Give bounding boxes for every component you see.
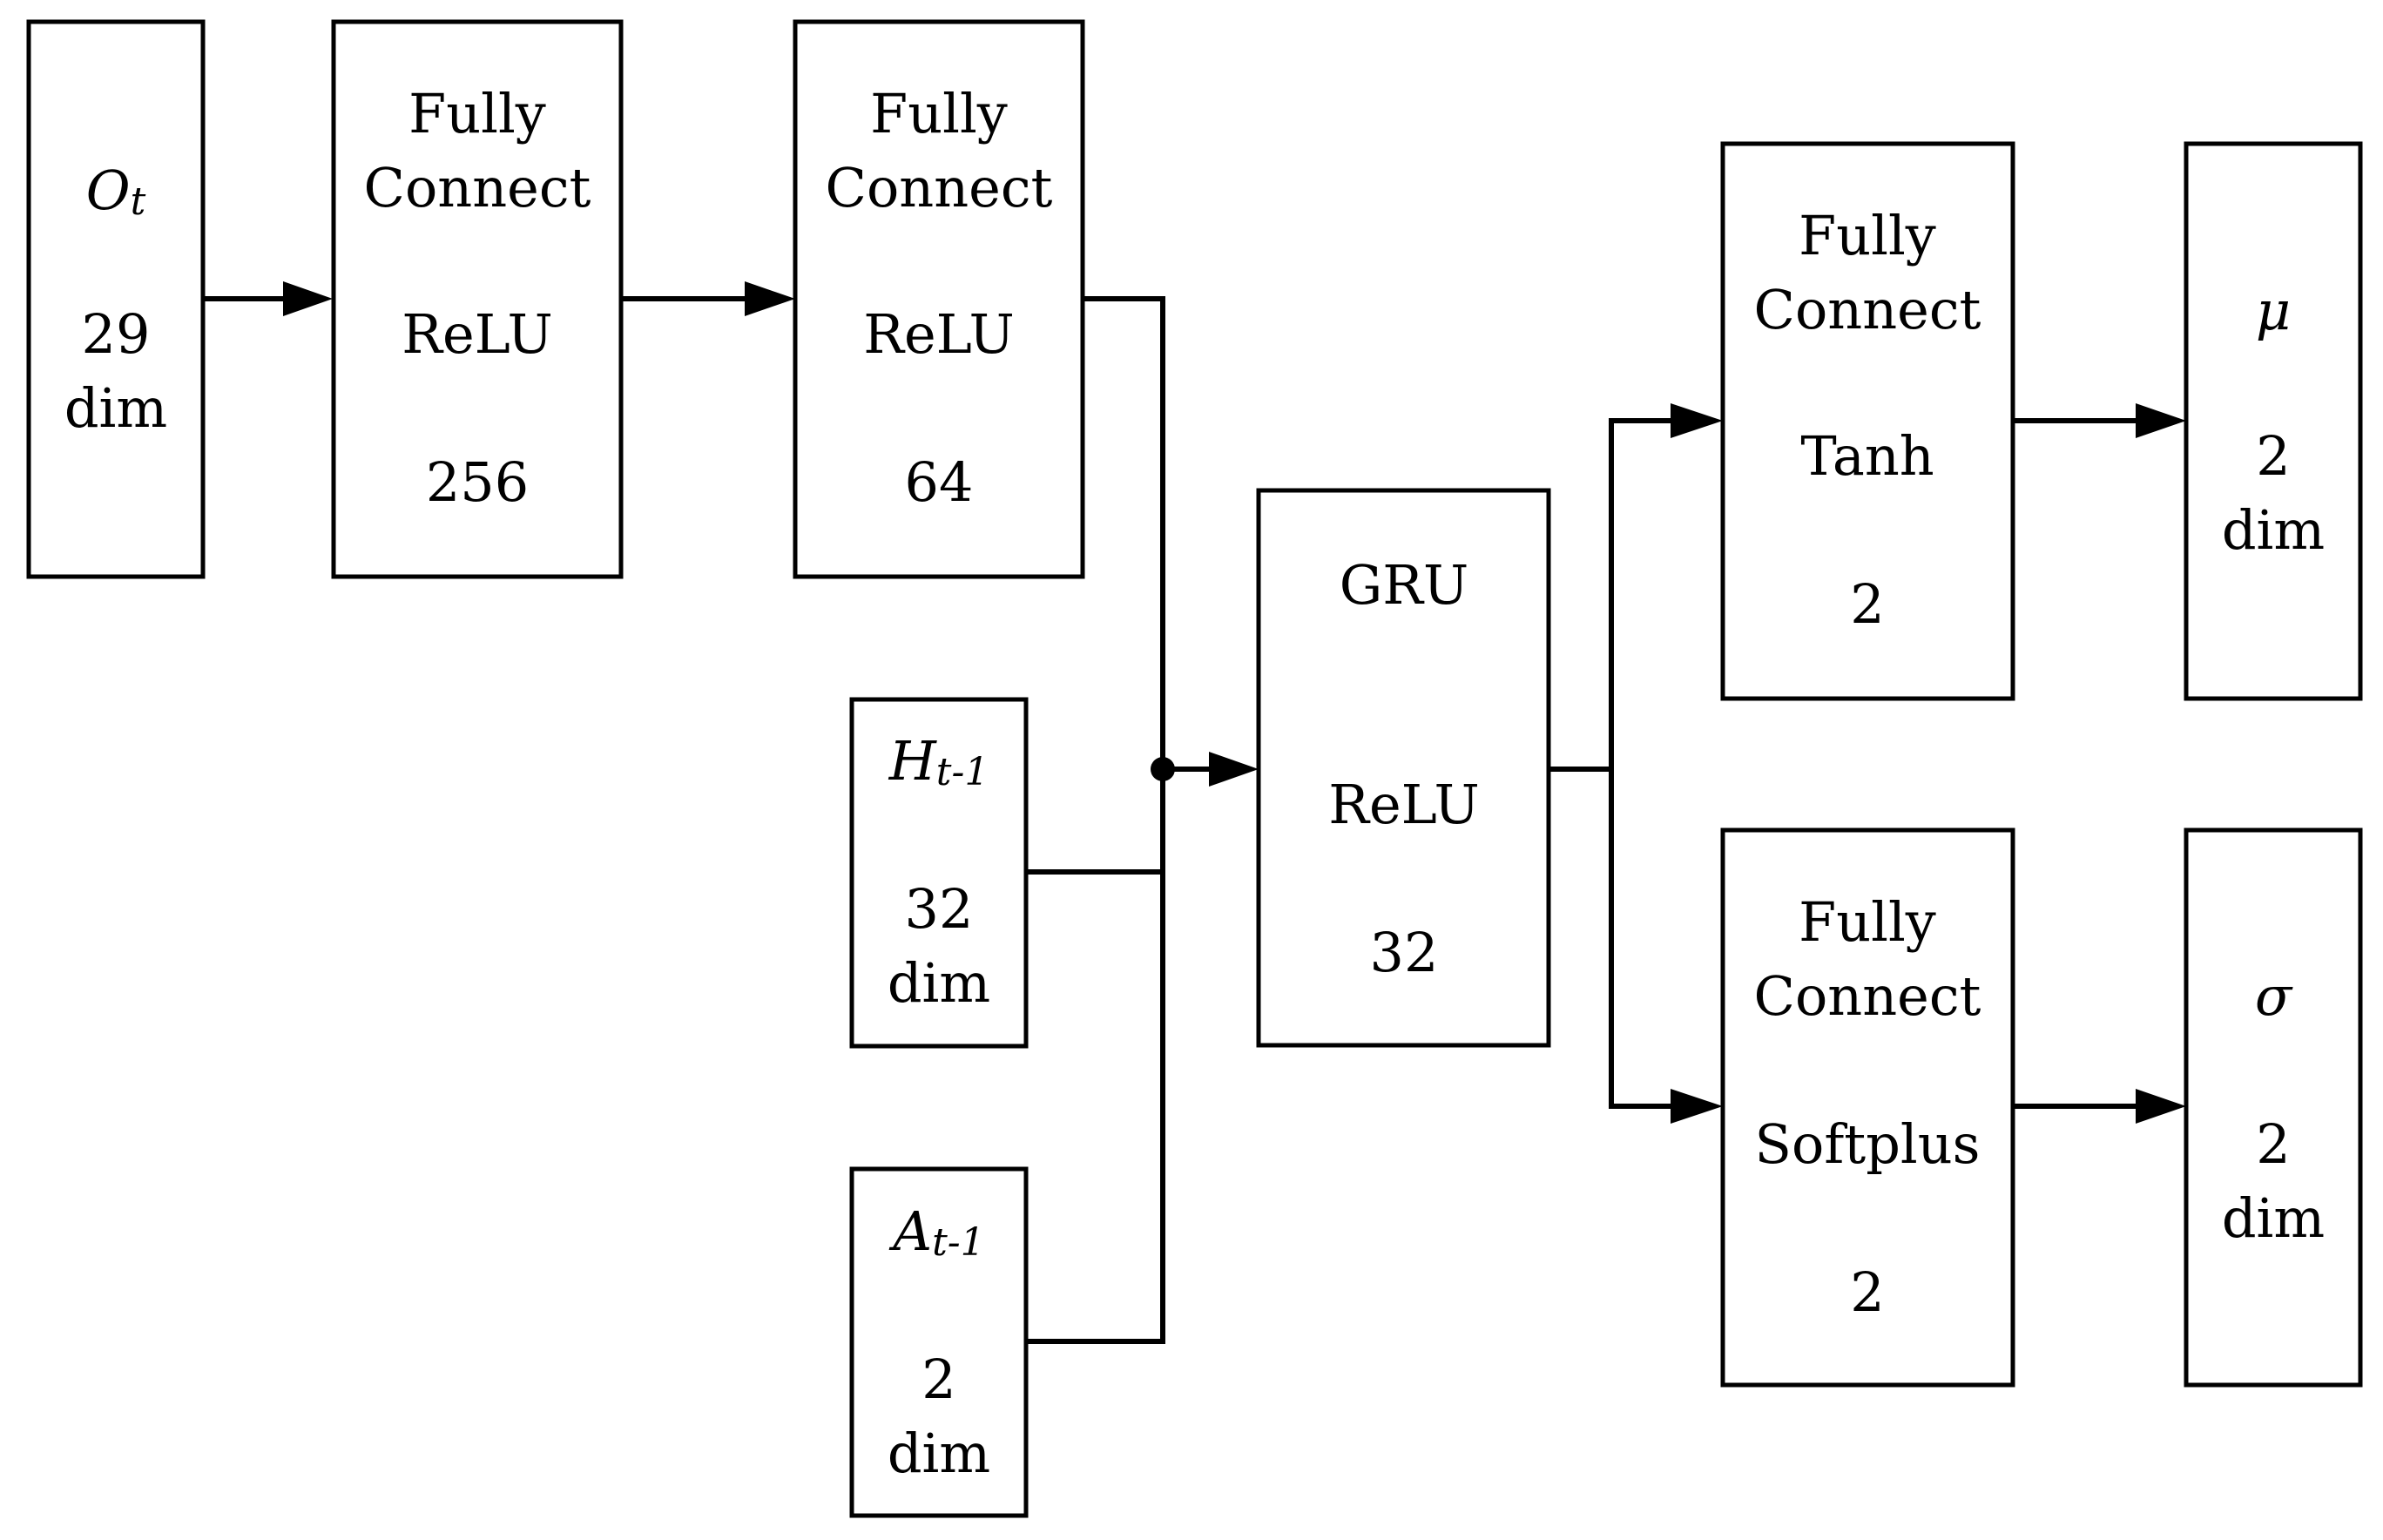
fc1-box	[331, 19, 624, 579]
arrowhead-sigma	[2136, 1089, 2186, 1124]
input-ot-dim-value: 29	[82, 302, 151, 366]
fc-sigma-title-line2: Connect	[1754, 964, 1981, 1028]
fc2-units: 64	[905, 450, 974, 514]
input-ht-box	[849, 697, 1029, 1049]
arrowhead-gru	[1209, 752, 1259, 787]
output-sigma-symbol: σ	[2255, 964, 2293, 1028]
gru-title: GRU	[1340, 553, 1468, 617]
fc1-units: 256	[426, 450, 529, 514]
fc-mu-title-line1: Fully	[1799, 204, 1936, 267]
input-ot-box	[26, 19, 206, 579]
input-ht-symbol-main: H	[888, 729, 938, 793]
arrowhead-fc2	[745, 281, 795, 316]
fc-mu-box	[1720, 141, 2015, 701]
fc-mu-node: Fully Connect Tanh 2	[1720, 141, 2015, 701]
edge-fc2-merge	[1084, 296, 1165, 1341]
input-ot-node: Ot 29 dim	[26, 19, 206, 579]
input-at-node: At-1 2 dim	[849, 1166, 1029, 1518]
fc1-title-line1: Fully	[408, 82, 546, 145]
output-mu-node: μ 2 dim	[2184, 141, 2363, 701]
output-sigma-dim-unit: dim	[2222, 1186, 2325, 1250]
fc-sigma-title-line1: Fully	[1799, 890, 1936, 954]
arrowhead-fc1	[283, 281, 333, 316]
fc1-activation: ReLU	[402, 302, 552, 366]
fc2-activation: ReLU	[863, 302, 1014, 366]
output-mu-box	[2184, 141, 2363, 701]
arrowhead-fcmu	[1671, 403, 1723, 438]
input-at-dim-unit: dim	[888, 1422, 990, 1485]
input-at-box	[849, 1166, 1029, 1518]
output-sigma-box	[2184, 827, 2363, 1388]
input-at-dim-value: 2	[921, 1348, 955, 1411]
gru-activation: ReLU	[1328, 773, 1479, 836]
input-ht-subscript: t-1	[936, 750, 989, 794]
fc1-node: Fully Connect ReLU 256	[331, 19, 624, 579]
fc2-title-line2: Connect	[826, 156, 1053, 220]
output-mu-dim-unit: dim	[2222, 498, 2325, 562]
gru-node: GRU ReLU 32	[1256, 488, 1551, 1048]
output-mu-symbol: μ	[2256, 279, 2291, 342]
input-at-symbol-main: A	[888, 1199, 932, 1263]
gru-box	[1256, 488, 1551, 1048]
fc2-box	[793, 19, 1085, 579]
input-ht-node: Ht-1 32 dim	[849, 697, 1029, 1049]
fc2-node: Fully Connect ReLU 64	[793, 19, 1085, 579]
fc-sigma-activation: Softplus	[1755, 1112, 1981, 1176]
fc-sigma-node: Fully Connect Softplus 2	[1720, 827, 2015, 1388]
input-ot-dim-unit: dim	[64, 376, 167, 440]
input-ht-symbol: Ht-1	[888, 729, 989, 794]
gru-units: 32	[1370, 921, 1439, 984]
output-sigma-dim-value: 2	[2256, 1112, 2290, 1176]
output-sigma-node: σ 2 dim	[2184, 827, 2363, 1388]
fc-mu-title-line2: Connect	[1754, 278, 1981, 341]
input-ht-dim-value: 32	[905, 877, 974, 941]
output-mu-dim-value: 2	[2256, 424, 2290, 488]
connectors	[205, 281, 2186, 1344]
input-ht-dim-unit: dim	[888, 951, 990, 1015]
input-ot-subscript: t	[131, 179, 146, 224]
input-at-subscript: t-1	[932, 1220, 985, 1265]
fc-sigma-units: 2	[1850, 1260, 1884, 1324]
fc1-title-line2: Connect	[364, 156, 591, 220]
fc2-title-line1: Fully	[870, 82, 1008, 145]
arrowhead-mu	[2136, 403, 2186, 438]
input-ot-symbol: Ot	[86, 159, 146, 224]
fc-mu-units: 2	[1850, 572, 1884, 636]
input-ot-symbol-main: O	[86, 159, 131, 222]
arrowhead-fcsigma	[1671, 1089, 1723, 1124]
fc-mu-activation: Tanh	[1800, 424, 1934, 488]
input-at-symbol: At-1	[888, 1199, 984, 1265]
fc-sigma-box	[1720, 827, 2015, 1388]
